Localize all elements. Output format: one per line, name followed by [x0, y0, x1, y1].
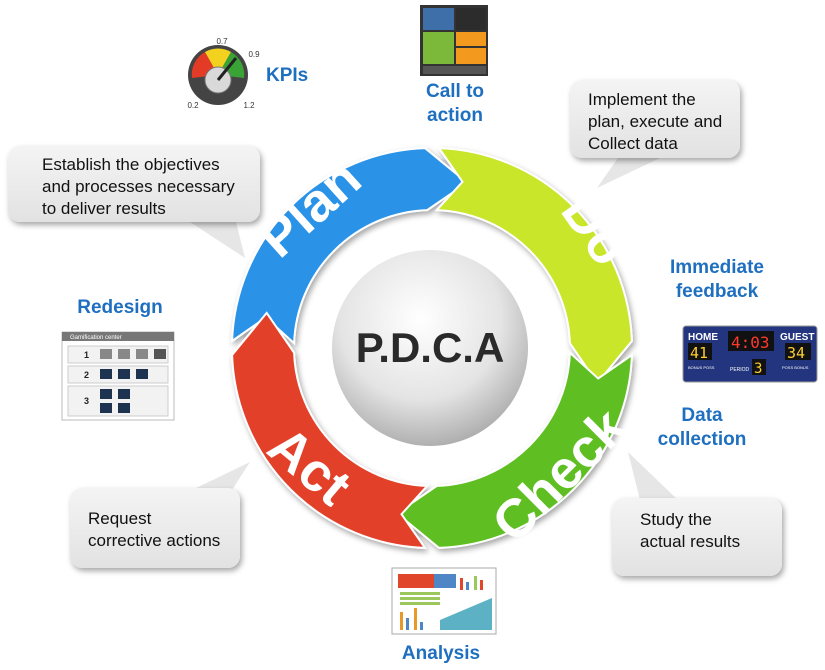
scoreboard-home-label: HOME: [688, 332, 718, 343]
check-callout-line-1: Study the: [640, 510, 712, 529]
redesign-panel-title: Gamification center: [70, 335, 122, 341]
ring-arrow-check: [395, 350, 633, 549]
plan-callout-line-2: and processes necessary: [42, 177, 235, 196]
check-callout-line-2: actual results: [640, 532, 741, 551]
check-callout: Study the actual results: [612, 498, 782, 576]
act-callout-line-2: corrective actions: [88, 531, 221, 550]
scoreboard-period-label: PERIOD: [730, 367, 750, 373]
do-callout-line-2: plan, execute and: [588, 112, 723, 131]
ring-arrow-plan: [231, 147, 469, 346]
ring-arrow-do: [434, 147, 633, 385]
act-callout-tail: [192, 462, 250, 490]
scoreboard-icon: HOME GUEST 41 4:03 34 3 PERIOD BONUS POS…: [682, 325, 818, 383]
analysis-report-icon: [391, 567, 497, 635]
svg-text:1: 1: [84, 350, 89, 360]
do-callout-tail: [597, 158, 660, 188]
center-sphere: [332, 250, 528, 446]
act-callout: Request corrective actions: [70, 488, 240, 568]
do-callout-line-1: Implement the: [588, 90, 696, 109]
scoreboard-bonus-left: BONUS POSS: [688, 365, 715, 370]
plan-callout: Establish the objectives and processes n…: [8, 146, 260, 222]
kpis-label: KPIs: [266, 65, 309, 86]
svg-text:2: 2: [84, 370, 89, 380]
do-callout: Implement the plan, execute and Collect …: [570, 80, 740, 158]
gauge-tick-0-7: 0.7: [216, 37, 228, 46]
dashboard-screen-icon: [420, 5, 488, 76]
scoreboard-clock: 4:03: [731, 333, 770, 352]
scoreboard-period: 3: [754, 361, 762, 377]
svg-text:3: 3: [84, 396, 89, 406]
call-to-action-label: Call to action: [425, 81, 485, 126]
scoreboard-home-score: 41: [690, 344, 708, 362]
gauge-tick-0-2: 0.2: [187, 101, 199, 110]
act-callout-line-1: Request: [88, 509, 152, 528]
check-callout-tail: [628, 452, 678, 500]
scoreboard-bonus-right: POSS BONUS: [782, 365, 809, 370]
redesign-label: Redesign: [77, 297, 163, 318]
immediate-feedback-label: Immediate feedback: [670, 257, 764, 302]
analysis-label: Analysis: [401, 643, 481, 664]
plan-callout-tail: [190, 222, 245, 258]
gauge-tick-0-9: 0.9: [248, 50, 260, 59]
data-collection-label: Data collection: [657, 405, 747, 450]
ring-arrow-act: [231, 311, 430, 549]
center-label: P.D.C.A: [356, 324, 505, 371]
scoreboard-guest-label: GUEST: [780, 332, 814, 343]
do-callout-line-3: Collect data: [588, 134, 678, 153]
kpi-gauge-icon: 0.7 0.9 0.2 1.2: [187, 37, 260, 110]
redesign-panel-icon: Gamification center 1 2 3: [61, 331, 175, 421]
plan-callout-line-1: Establish the objectives: [42, 155, 220, 174]
plan-callout-line-3: to deliver results: [42, 199, 166, 218]
scoreboard-guest-score: 34: [787, 344, 805, 362]
gauge-tick-1-2: 1.2: [243, 101, 255, 110]
